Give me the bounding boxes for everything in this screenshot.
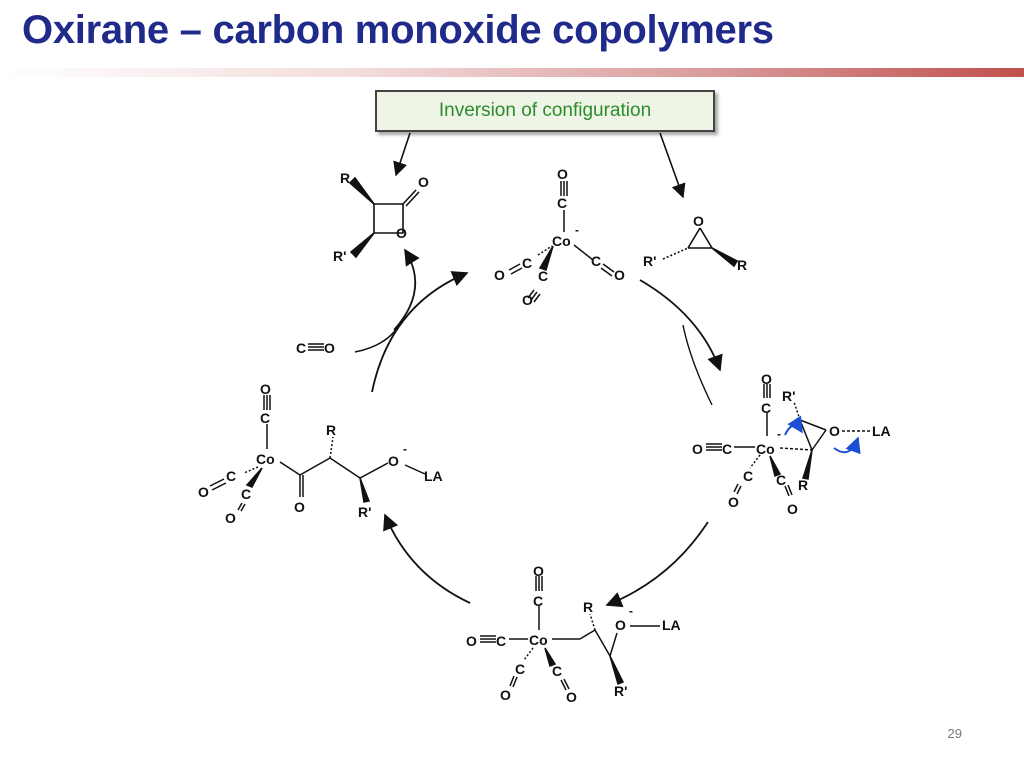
lactone-carbonyl-o: O [418,174,429,190]
acyl-c-top: C [260,410,270,426]
lactone-r-label: R [340,170,350,186]
alkyl-r1-label: R' [614,683,627,699]
arrow-to-epoxide [659,132,686,199]
alkyl-alkoxide-o: O [615,617,626,633]
arrow-to-lactone-product [393,248,420,331]
acyl-o-left: O [198,484,209,500]
annotation-arrows [393,132,686,199]
alkyl-c-left: C [496,633,506,649]
co-anion-c-top: C [557,195,567,211]
epoxide [662,227,739,268]
co-entry-curve [354,319,403,353]
alkyl-o-top: O [533,563,544,579]
co-reagent-o: O [324,340,335,356]
carbon-monoxide-reagent [308,343,324,351]
beta-lactone [348,176,420,259]
alkyl-c-bottom-left: C [515,661,525,677]
complex-o-left: O [692,441,703,457]
cycle-arrow-epoxide-addition [639,279,723,372]
acyl-c-bottom: C [241,486,251,502]
acyl-r1-label: R' [358,504,371,520]
co-anion-o-bottom: O [522,292,533,308]
co-anion-o-right: O [614,267,625,283]
co-anion-metal: Co [552,233,571,249]
acyl-o-bottom: O [225,510,236,526]
alkyl-r-label: R [583,599,593,615]
acyl-la-label: LA [424,468,443,484]
lactone-ring-o: O [396,225,407,241]
complex-c-bottom-left: C [743,468,753,484]
page-number: 29 [947,726,962,741]
title-underline [0,68,1024,77]
lactone-r1-label: R' [333,248,346,264]
co-anion-o-left: O [494,267,505,283]
curly-arrow-ring-opening [833,436,861,455]
complex-epoxide-o: O [829,423,840,439]
cycle-arrows [354,248,723,608]
alkyl-metal: Co [529,632,548,648]
acyl-r-label: R [326,422,336,438]
complex-r-label: R [798,477,808,493]
alkyl-o-left: O [466,633,477,649]
epoxide-r-label: R [737,257,747,273]
acyl-c-left: C [226,468,236,484]
alkyl-charge: - [629,604,633,618]
cobalt-tetracarbonyl-anion [508,181,615,303]
complex-o-bottom-right: O [787,501,798,517]
inversion-annotation-box: Inversion of configuration [375,90,715,132]
complex-c-top: C [761,400,771,416]
cycle-arrow-lactone-release [371,271,469,393]
complex-r1-label: R' [782,388,795,404]
co-anion-c-left: C [522,255,532,271]
acyl-alkoxide-o: O [388,453,399,469]
acyl-metal: Co [256,451,275,467]
cycle-arrow-ring-opening [605,521,709,608]
co-anion-c-bottom: C [538,268,548,284]
cycle-arrow-co-insertion [383,513,471,604]
curly-arrows [784,415,861,455]
alkyl-o-bottom-left: O [500,687,511,703]
co-anion-c-right: C [591,253,601,269]
acyl-o-top: O [260,381,271,397]
complex-o-top: O [761,371,772,387]
alkyl-o-bottom-right: O [566,689,577,705]
epoxide-o: O [693,213,704,229]
acyl-carbonyl-o: O [294,499,305,515]
epoxide-entry-curve [682,324,713,406]
arrow-to-lactone [393,132,411,177]
complex-charge: - [777,427,781,441]
curly-arrow-nucleophilic-attack [784,415,803,436]
epoxide-r1-label: R' [643,253,656,269]
complex-metal: Co [756,441,775,457]
acyl-charge: - [403,442,407,456]
co-anion-charge: - [575,223,579,237]
epoxide-activated-complex [706,384,870,497]
inversion-annotation-text: Inversion of configuration [438,100,652,121]
complex-o-bottom-left: O [728,494,739,510]
complex-c-left: C [722,441,732,457]
alkyl-c-top: C [533,593,543,609]
alkyl-la-label: LA [662,617,681,633]
alkyl-c-bottom-right: C [552,663,562,679]
complex-la-label: LA [872,423,891,439]
co-anion-o-top: O [557,166,568,182]
slide-title: Oxirane – carbon monoxide copolymers [22,8,774,52]
complex-c-bottom-right: C [776,472,786,488]
acyl-cobalt-intermediate [209,395,426,512]
alkyl-cobalt-intermediate [480,576,660,691]
co-reagent-c: C [296,340,306,356]
